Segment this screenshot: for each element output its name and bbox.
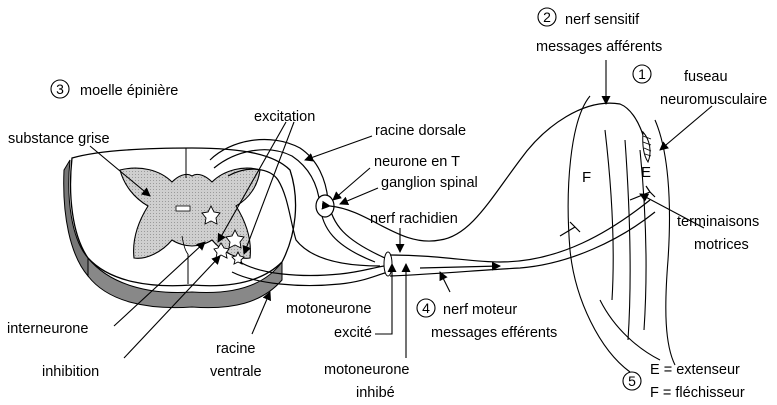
marker-3: 3 — [51, 80, 69, 98]
label-moelle-epiniere: moelle épinière — [80, 83, 178, 99]
label-nerf-rachidien: nerf rachidien — [370, 211, 458, 227]
legend-flechisseur: F = fléchisseur — [650, 385, 745, 401]
muscle-e-letter: E — [641, 164, 651, 181]
leg-muscles — [568, 96, 675, 372]
label-substance-grise: substance grise — [8, 131, 110, 147]
label-inhibition: inhibition — [42, 364, 99, 380]
label-motrices: motrices — [694, 237, 749, 253]
legend-extenseur: E = extenseur — [650, 362, 740, 378]
svg-text:2: 2 — [543, 9, 551, 25]
label-terminaisons: terminaisons — [677, 214, 759, 230]
label-excitation: excitation — [254, 109, 315, 125]
label-interneurone: interneurone — [7, 321, 88, 337]
label-fuseau: fuseau — [684, 69, 728, 85]
svg-text:3: 3 — [56, 81, 64, 97]
label-messages-efferents: messages efférents — [431, 325, 557, 341]
label-racine: racine — [216, 341, 256, 357]
label-messages-afferents: messages afférents — [536, 39, 662, 55]
label-excite: excité — [334, 325, 372, 341]
spinal-cord — [64, 148, 296, 308]
label-nerf-sensitif: nerf sensitif — [565, 12, 640, 28]
marker-1: 1 — [633, 65, 651, 83]
label-neurone-en-t: neurone en T — [374, 154, 460, 170]
label-nerf-moteur: nerf moteur — [443, 302, 517, 318]
label-ventrale: ventrale — [210, 364, 262, 380]
marker-2: 2 — [538, 8, 556, 26]
label-neuromusculaire: neuromusculaire — [660, 92, 767, 108]
marker-5: 5 — [623, 372, 641, 390]
marker-4: 4 — [417, 299, 435, 317]
label-inhibe: inhibé — [356, 385, 395, 401]
label-ganglion-spinal: ganglion spinal — [381, 175, 478, 191]
svg-text:5: 5 — [628, 373, 636, 389]
label-motoneurone-inhibe: motoneurone — [324, 362, 409, 378]
label-racine-dorsale: racine dorsale — [375, 123, 466, 139]
svg-text:4: 4 — [422, 300, 430, 316]
label-motoneurone-excite: motoneurone — [286, 301, 371, 317]
svg-text:1: 1 — [638, 66, 646, 82]
muscle-f-letter: F — [582, 169, 591, 186]
